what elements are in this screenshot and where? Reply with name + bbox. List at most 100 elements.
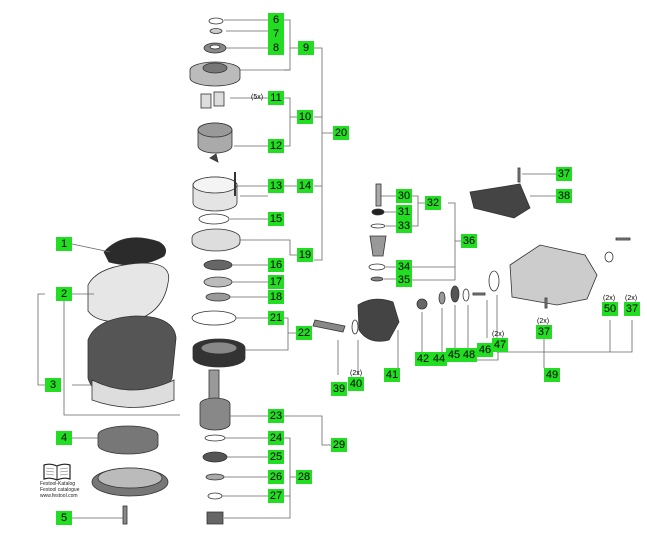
part-label-36[interactable]: 36 — [461, 234, 477, 248]
part-label-24[interactable]: 24 — [268, 431, 284, 445]
part-label-18[interactable]: 18 — [268, 290, 284, 304]
part-label-40[interactable]: 40 — [348, 377, 364, 391]
part-label-14[interactable]: 14 — [297, 179, 313, 193]
part-label-30[interactable]: 30 — [396, 189, 412, 203]
leader-top — [224, 19, 268, 49]
leader-lines — [37, 19, 633, 519]
part-label-48[interactable]: 48 — [461, 348, 477, 362]
qty-note-37-right: (2x) — [625, 295, 638, 302]
part-label-5[interactable]: 5 — [56, 511, 72, 525]
qty-note-47: (2x) — [492, 331, 505, 338]
part-label-33[interactable]: 33 — [396, 219, 412, 233]
part-label-13[interactable]: 13 — [268, 179, 284, 193]
catalog-line-3: www.festool.com — [40, 493, 78, 499]
ring-gear-top — [200, 341, 238, 355]
screw-37b-part — [615, 237, 631, 241]
rotor-top — [197, 122, 233, 138]
part-label-16[interactable]: 16 — [268, 258, 284, 272]
part-label-38[interactable]: 38 — [556, 189, 572, 203]
part-label-17[interactable]: 17 — [268, 275, 284, 289]
pin-30-part — [375, 183, 382, 207]
leader-left — [37, 243, 123, 519]
flange-part — [189, 61, 241, 87]
bracket-36 — [384, 202, 461, 281]
bracket-19 — [230, 218, 297, 256]
nut-part — [206, 511, 224, 525]
part-label-37-top[interactable]: 37 — [556, 167, 572, 181]
part-label-39[interactable]: 39 — [331, 382, 347, 396]
oring-35-part — [370, 276, 384, 282]
part-label-1[interactable]: 1 — [56, 237, 72, 251]
part-label-27[interactable]: 27 — [268, 489, 284, 503]
part-label-7[interactable]: 7 — [268, 27, 284, 41]
screw-37c-part — [544, 297, 548, 309]
part-label-42[interactable]: 42 — [415, 352, 431, 366]
part-label-41[interactable]: 41 — [384, 368, 400, 382]
cover-1-part — [103, 237, 167, 266]
hose-39-part — [312, 319, 346, 333]
leader-38 — [522, 173, 556, 197]
part-label-35[interactable]: 35 — [396, 273, 412, 287]
washer-26-part — [205, 473, 225, 481]
valve-36-part — [369, 235, 387, 257]
part-label-19[interactable]: 19 — [297, 248, 313, 262]
part-label-37-mid[interactable]: 37 — [536, 325, 552, 339]
part-label-29[interactable]: 29 — [331, 438, 347, 452]
part-label-4[interactable]: 4 — [56, 431, 72, 445]
part-label-3[interactable]: 3 — [45, 378, 61, 392]
ring-17-part — [203, 276, 233, 288]
vane-part-2 — [213, 91, 225, 107]
catalog-reference[interactable]: Festool-Katalog Festool catalogue www.fe… — [40, 463, 82, 499]
nozzle-42-part — [416, 298, 428, 310]
part-label-23[interactable]: 23 — [268, 409, 284, 423]
bracket-22 — [236, 317, 296, 351]
part-label-11[interactable]: 11 — [268, 91, 284, 105]
part-label-37-right[interactable]: 37 — [624, 302, 640, 316]
part-label-28[interactable]: 28 — [296, 470, 312, 484]
part-label-8[interactable]: 8 — [268, 41, 284, 55]
part-label-26[interactable]: 26 — [268, 470, 284, 484]
bracket-9 — [284, 19, 298, 71]
part-label-31[interactable]: 31 — [396, 205, 412, 219]
part-label-10[interactable]: 10 — [297, 110, 313, 124]
part-label-50[interactable]: 50 — [602, 302, 618, 316]
washer-27-part — [207, 492, 223, 500]
bracket-10 — [230, 97, 297, 147]
part-label-49[interactable]: 49 — [544, 368, 560, 382]
screw-5-part — [122, 505, 128, 525]
part-label-46[interactable]: 46 — [477, 343, 493, 357]
bracket-14 — [237, 185, 297, 197]
part-shapes — [87, 17, 631, 525]
oring-50-part — [604, 251, 614, 263]
cover-38-part — [469, 183, 531, 219]
part-44 — [438, 291, 446, 305]
bracket-3 — [63, 294, 180, 416]
part-label-34[interactable]: 34 — [396, 260, 412, 274]
part-label-45[interactable]: 45 — [446, 348, 462, 362]
part-label-2[interactable]: 2 — [56, 287, 72, 301]
motor-block-49-part — [509, 244, 598, 306]
oring-21-part — [191, 310, 237, 326]
part-label-32[interactable]: 32 — [425, 196, 441, 210]
part-label-25[interactable]: 25 — [268, 450, 284, 464]
part-label-15[interactable]: 15 — [268, 212, 284, 226]
part-label-44[interactable]: 44 — [431, 352, 447, 366]
part-label-21[interactable]: 21 — [268, 311, 284, 325]
bracket-32 — [380, 195, 425, 227]
housing-2-part — [87, 262, 170, 323]
part-label-12[interactable]: 12 — [268, 139, 284, 153]
sanding-pad-top — [97, 467, 163, 489]
bearing-16-part — [203, 259, 233, 271]
oring-47-part — [488, 270, 500, 292]
part-label-22[interactable]: 22 — [296, 326, 312, 340]
oring-40-part — [351, 319, 359, 335]
part-label-9[interactable]: 9 — [298, 41, 314, 55]
part-label-6[interactable]: 6 — [268, 13, 284, 27]
part-label-47[interactable]: 47 — [492, 338, 508, 352]
part-45 — [450, 285, 460, 303]
key-part — [209, 153, 219, 163]
bracket-20 — [314, 47, 333, 261]
part-label-20[interactable]: 20 — [333, 126, 349, 140]
bearing-inner — [209, 44, 221, 50]
